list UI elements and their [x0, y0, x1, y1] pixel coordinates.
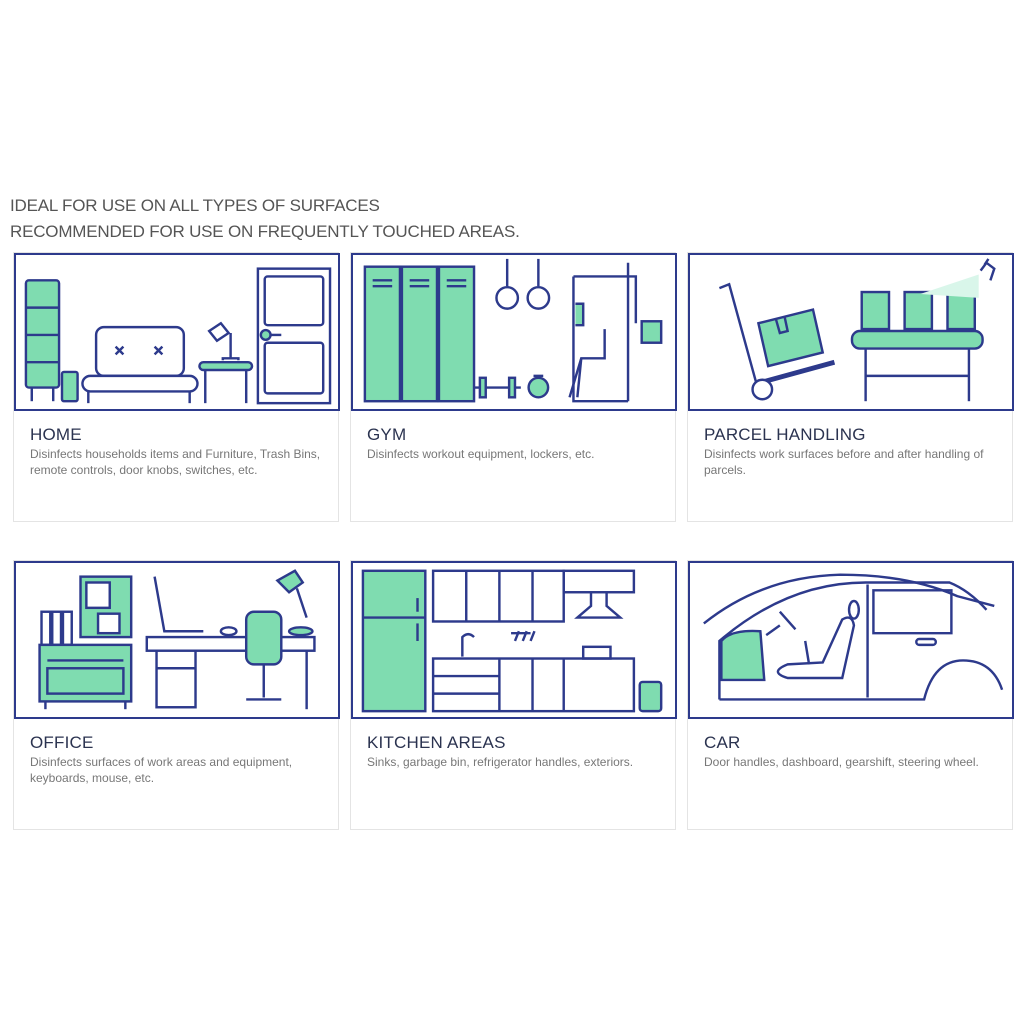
- card-description: Disinfects workout equipment, lockers, e…: [367, 447, 595, 461]
- card-title: OFFICE: [30, 733, 94, 752]
- page-heading: IDEAL FOR USE ON ALL TYPES OF SURFACES R…: [10, 193, 520, 245]
- card-parcel-handling: PARCEL HANDLING Disinfects work surfaces…: [687, 252, 1014, 522]
- card-office: OFFICE Disinfects surfaces of work areas…: [13, 560, 340, 830]
- card-description: Disinfects surfaces of work areas and eq…: [30, 755, 293, 785]
- heading-line-1: IDEAL FOR USE ON ALL TYPES OF SURFACES: [10, 196, 380, 215]
- gym-illustration: [351, 253, 677, 411]
- card-title: CAR: [704, 733, 741, 752]
- card-title: PARCEL HANDLING: [704, 425, 866, 444]
- card-title: KITCHEN AREAS: [367, 733, 506, 752]
- card-title: GYM: [367, 425, 407, 444]
- kitchen-illustration: [351, 561, 677, 719]
- living-room-illustration: [14, 253, 340, 411]
- card-description: Disinfects households items and Furnitur…: [30, 447, 321, 477]
- card-description: Sinks, garbage bin, refrigerator handles…: [367, 755, 634, 769]
- card-gym: GYM Disinfects workout equipment, locker…: [350, 252, 677, 522]
- heading-line-2: RECOMMENDED FOR USE ON FREQUENTLY TOUCHE…: [10, 222, 520, 241]
- card-description: Disinfects work surfaces before and afte…: [704, 447, 984, 477]
- card-title: HOME: [30, 425, 82, 444]
- car-illustration: [688, 561, 1014, 719]
- card-home: HOME Disinfects households items and Fur…: [13, 252, 340, 522]
- parcel-illustration: [688, 253, 1014, 411]
- card-car: CAR Door handles, dashboard, gearshift, …: [687, 560, 1014, 830]
- card-description: Door handles, dashboard, gearshift, stee…: [704, 755, 979, 769]
- card-kitchen-areas: KITCHEN AREAS Sinks, garbage bin, refrig…: [350, 560, 677, 830]
- office-illustration: [14, 561, 340, 719]
